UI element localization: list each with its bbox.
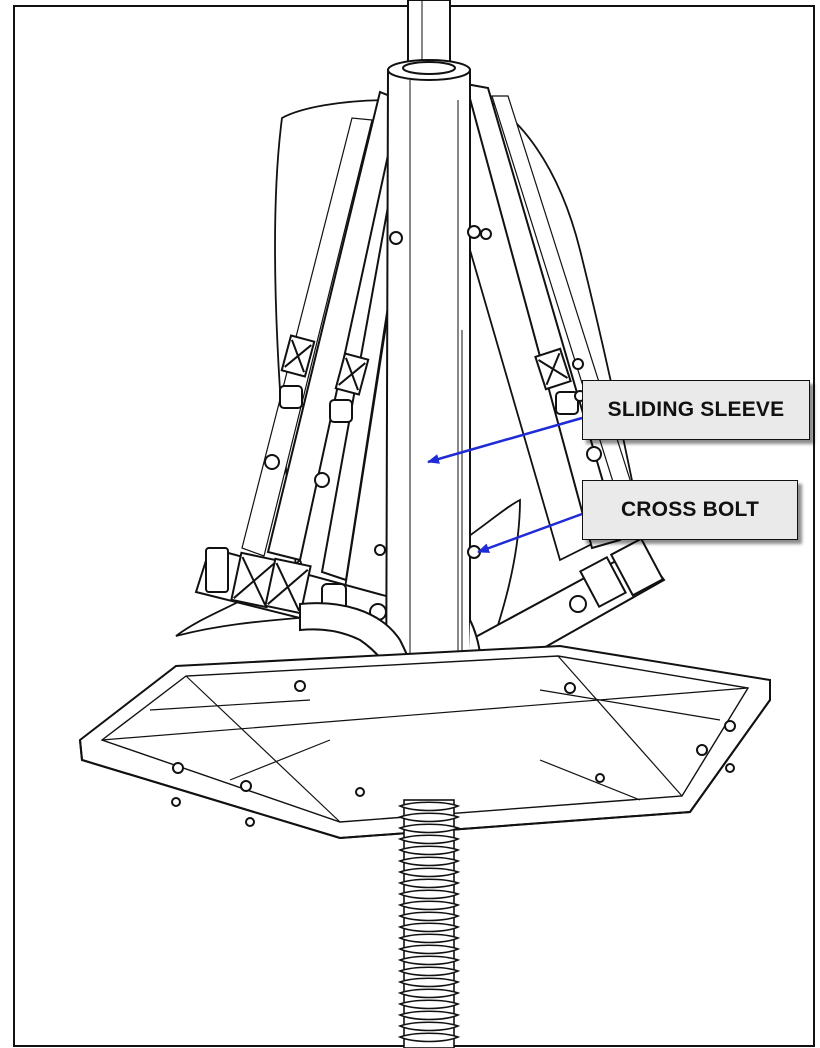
screw-coil (397, 1021, 461, 1032)
screw-coil (397, 867, 461, 878)
screw-coil (397, 966, 461, 977)
top-rod (407, 0, 451, 65)
lower-right-cross-strap (468, 537, 666, 678)
screw-coil (397, 845, 461, 856)
screw-coil (397, 889, 461, 900)
helical-screw (397, 799, 461, 1048)
left-straps (241, 90, 414, 582)
screw-coil (397, 999, 461, 1010)
screw-coil (397, 922, 461, 933)
screw-coil (397, 856, 461, 867)
cross-bolt-arrow (477, 512, 583, 554)
screw-coil (397, 988, 461, 999)
sliding-sleeve-column (374, 59, 492, 741)
screw-coil (397, 1010, 461, 1021)
screw-coil (397, 812, 461, 823)
screw-coil (397, 911, 461, 922)
screw-coil (397, 834, 461, 845)
screw-coil (397, 878, 461, 889)
screw-coil (397, 977, 461, 988)
screw-coil (397, 823, 461, 834)
hexagonal-platform (78, 644, 771, 840)
screw-coil (397, 933, 461, 944)
sliding-sleeve-label: SLIDING SLEEVE (582, 380, 810, 440)
screw-coil (397, 900, 461, 911)
cross-bolt-label: CROSS BOLT (582, 480, 798, 540)
screw-coil (397, 1032, 461, 1043)
screw-coil (397, 801, 461, 812)
sliding-sleeve-arrow (427, 416, 583, 464)
screw-coil (397, 944, 461, 955)
screw-coil (397, 955, 461, 966)
